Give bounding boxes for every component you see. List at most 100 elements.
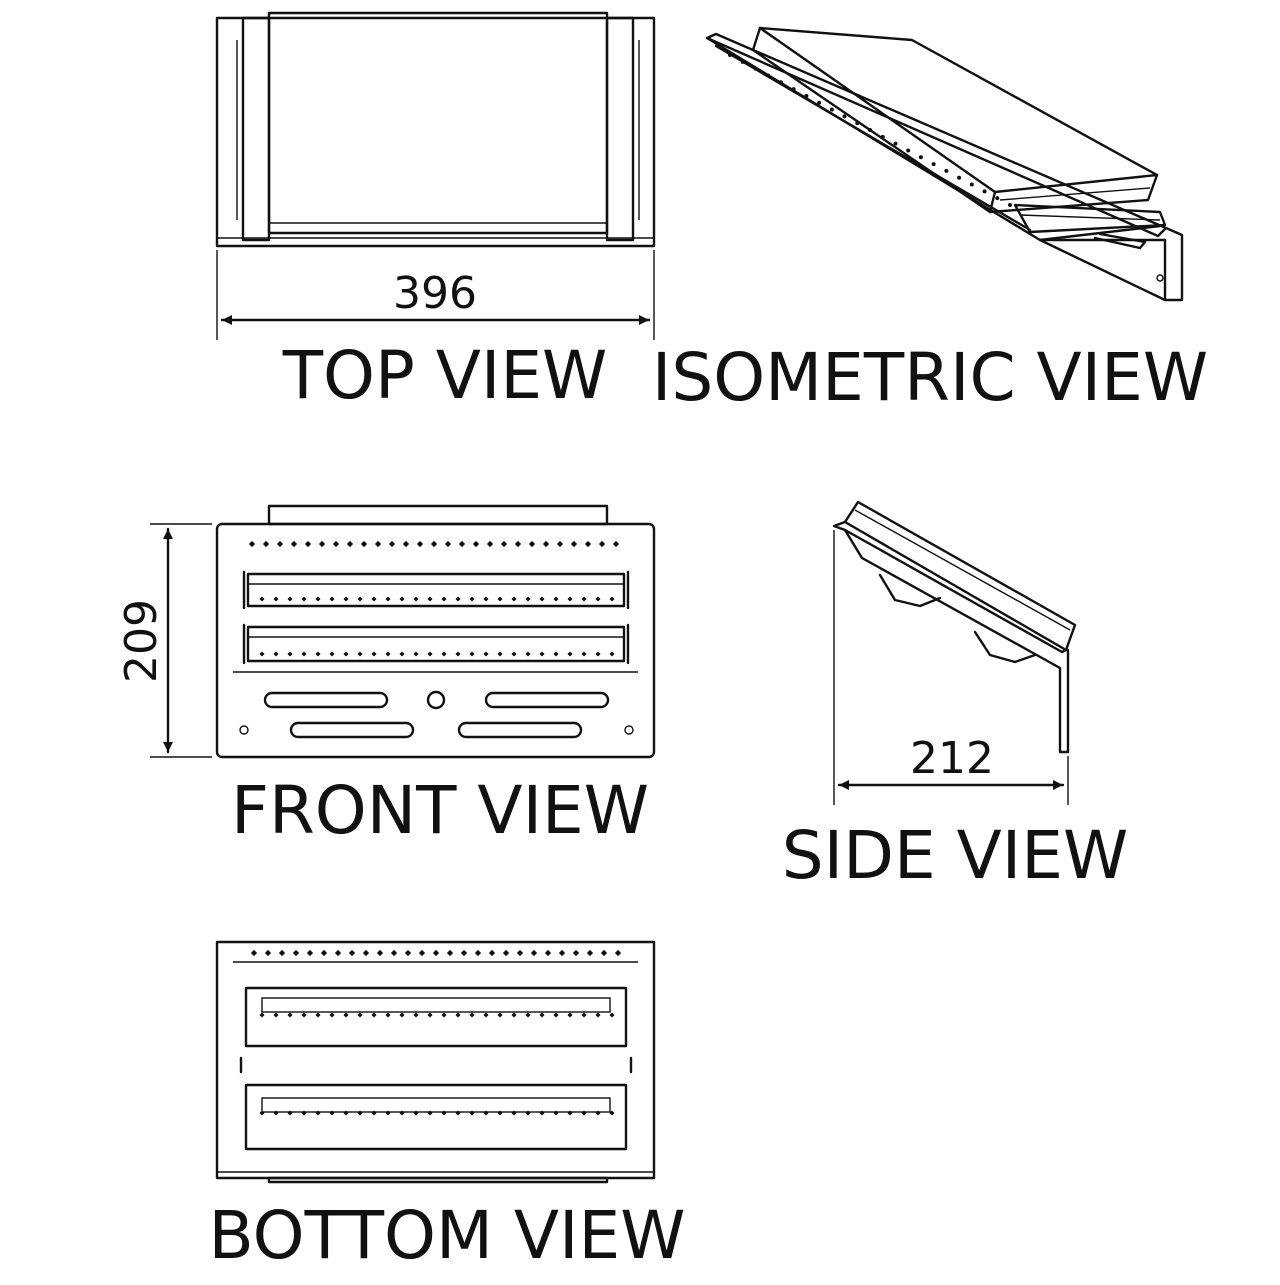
- perforation-dot: [469, 596, 475, 602]
- perforation-dot: [502, 949, 510, 957]
- perforation-dot: [343, 651, 349, 657]
- perforation-dot: [402, 540, 410, 548]
- perforation-dot: [740, 59, 745, 64]
- perforation-dot: [385, 1012, 391, 1018]
- perforation-dot: [343, 1110, 349, 1116]
- perforation-dot: [530, 949, 538, 957]
- perforation-dot: [728, 53, 732, 57]
- perforation-dot: [556, 540, 564, 548]
- perforation-dot: [581, 1012, 587, 1018]
- top-view: 396 TOP VIEW: [215, 11, 656, 414]
- perforation-dot: [558, 949, 566, 957]
- front-view-slot: [484, 691, 610, 709]
- perforation-dot: [259, 1012, 265, 1018]
- perforation-dot: [371, 1012, 377, 1018]
- perforation-dot: [374, 540, 382, 548]
- perforation-dot: [301, 596, 307, 602]
- perforation-dot: [318, 540, 326, 548]
- perforation-dot: [804, 93, 809, 98]
- perforation-dot: [1008, 203, 1012, 207]
- perforation-dot: [360, 540, 368, 548]
- front-view-center-hole: [426, 690, 446, 710]
- front-view-outline: [215, 522, 656, 759]
- perforation-dot: [609, 651, 615, 657]
- perforation-dot: [612, 540, 620, 548]
- side-view-dimension: 212: [910, 733, 994, 784]
- perforation-dot: [469, 1110, 475, 1116]
- perforation-dot: [497, 1012, 503, 1018]
- perforation-dot: [516, 949, 524, 957]
- perforation-dot: [528, 540, 536, 548]
- perforation-dot: [868, 128, 872, 132]
- perforation-dot: [511, 596, 517, 602]
- perforation-dot: [525, 1012, 531, 1018]
- front-view-slot: [263, 691, 389, 709]
- perforation-dot: [292, 949, 300, 957]
- perforation-dot: [598, 540, 606, 548]
- perforation-dot: [553, 596, 559, 602]
- perforation-dot: [413, 651, 419, 657]
- perforation-dot: [893, 141, 898, 146]
- perforation-dot: [404, 949, 412, 957]
- perforation-dot: [525, 1110, 531, 1116]
- perforation-dot: [483, 651, 489, 657]
- perforation-dot: [329, 1012, 335, 1018]
- isometric-hopper-top: [758, 26, 1159, 194]
- perforation-dot: [595, 651, 601, 657]
- perforation-dot: [469, 651, 475, 657]
- front-view-hopper-edge: [267, 504, 609, 526]
- perforation-dot: [287, 651, 293, 657]
- perforation-dot: [413, 1110, 419, 1116]
- perforation-dot: [539, 596, 545, 602]
- perforation-dot: [581, 1110, 587, 1116]
- perforation-dot: [315, 651, 321, 657]
- perforation-dot: [995, 196, 1000, 201]
- side-view-label: SIDE VIEW: [782, 817, 1128, 894]
- perforation-dot: [539, 1012, 545, 1018]
- perforation-dot: [306, 949, 314, 957]
- perforation-dot: [455, 651, 461, 657]
- perforation-dot: [357, 1110, 363, 1116]
- perforation-dot: [413, 596, 419, 602]
- perforation-dot: [483, 1110, 489, 1116]
- perforation-dot: [259, 1110, 265, 1116]
- perforation-dot: [553, 1110, 559, 1116]
- front-view-tray-lower: [246, 625, 626, 663]
- top-view-label: TOP VIEW: [282, 337, 608, 414]
- perforation-dot: [320, 949, 328, 957]
- perforation-dot: [432, 949, 440, 957]
- perforation-dot: [906, 148, 911, 153]
- perforation-dot: [346, 540, 354, 548]
- perforation-dot: [329, 651, 335, 657]
- perforation-dot: [427, 651, 433, 657]
- perforation-dot: [444, 540, 452, 548]
- top-view-left-rail: [241, 16, 271, 242]
- perforation-dot: [500, 540, 508, 548]
- perforation-dot: [427, 596, 433, 602]
- bottom-view-outline: [215, 940, 656, 1180]
- bottom-view-tray-lower: [244, 1083, 628, 1151]
- perforation-dot: [511, 1012, 517, 1018]
- perforation-dot: [572, 949, 580, 957]
- top-view-dimension: 396: [393, 268, 477, 319]
- perforation-dot: [273, 1110, 279, 1116]
- perforation-dot: [362, 949, 370, 957]
- perforation-dot: [371, 596, 377, 602]
- perforation-dot: [357, 651, 363, 657]
- perforation-dot: [595, 596, 601, 602]
- perforation-dot: [273, 596, 279, 602]
- perforation-dot: [357, 1012, 363, 1018]
- perforation-dot: [290, 540, 298, 548]
- front-view-tray-upper: [246, 572, 626, 608]
- perforation-dot: [278, 949, 286, 957]
- perforation-dot: [460, 949, 468, 957]
- perforation-dot: [273, 651, 279, 657]
- perforation-dot: [301, 1110, 307, 1116]
- perforation-dot: [418, 949, 426, 957]
- perforation-dot: [567, 1110, 573, 1116]
- perforation-dot: [390, 949, 398, 957]
- perforation-dot: [766, 73, 771, 78]
- perforation-dot: [458, 540, 466, 548]
- perforation-dot: [399, 596, 405, 602]
